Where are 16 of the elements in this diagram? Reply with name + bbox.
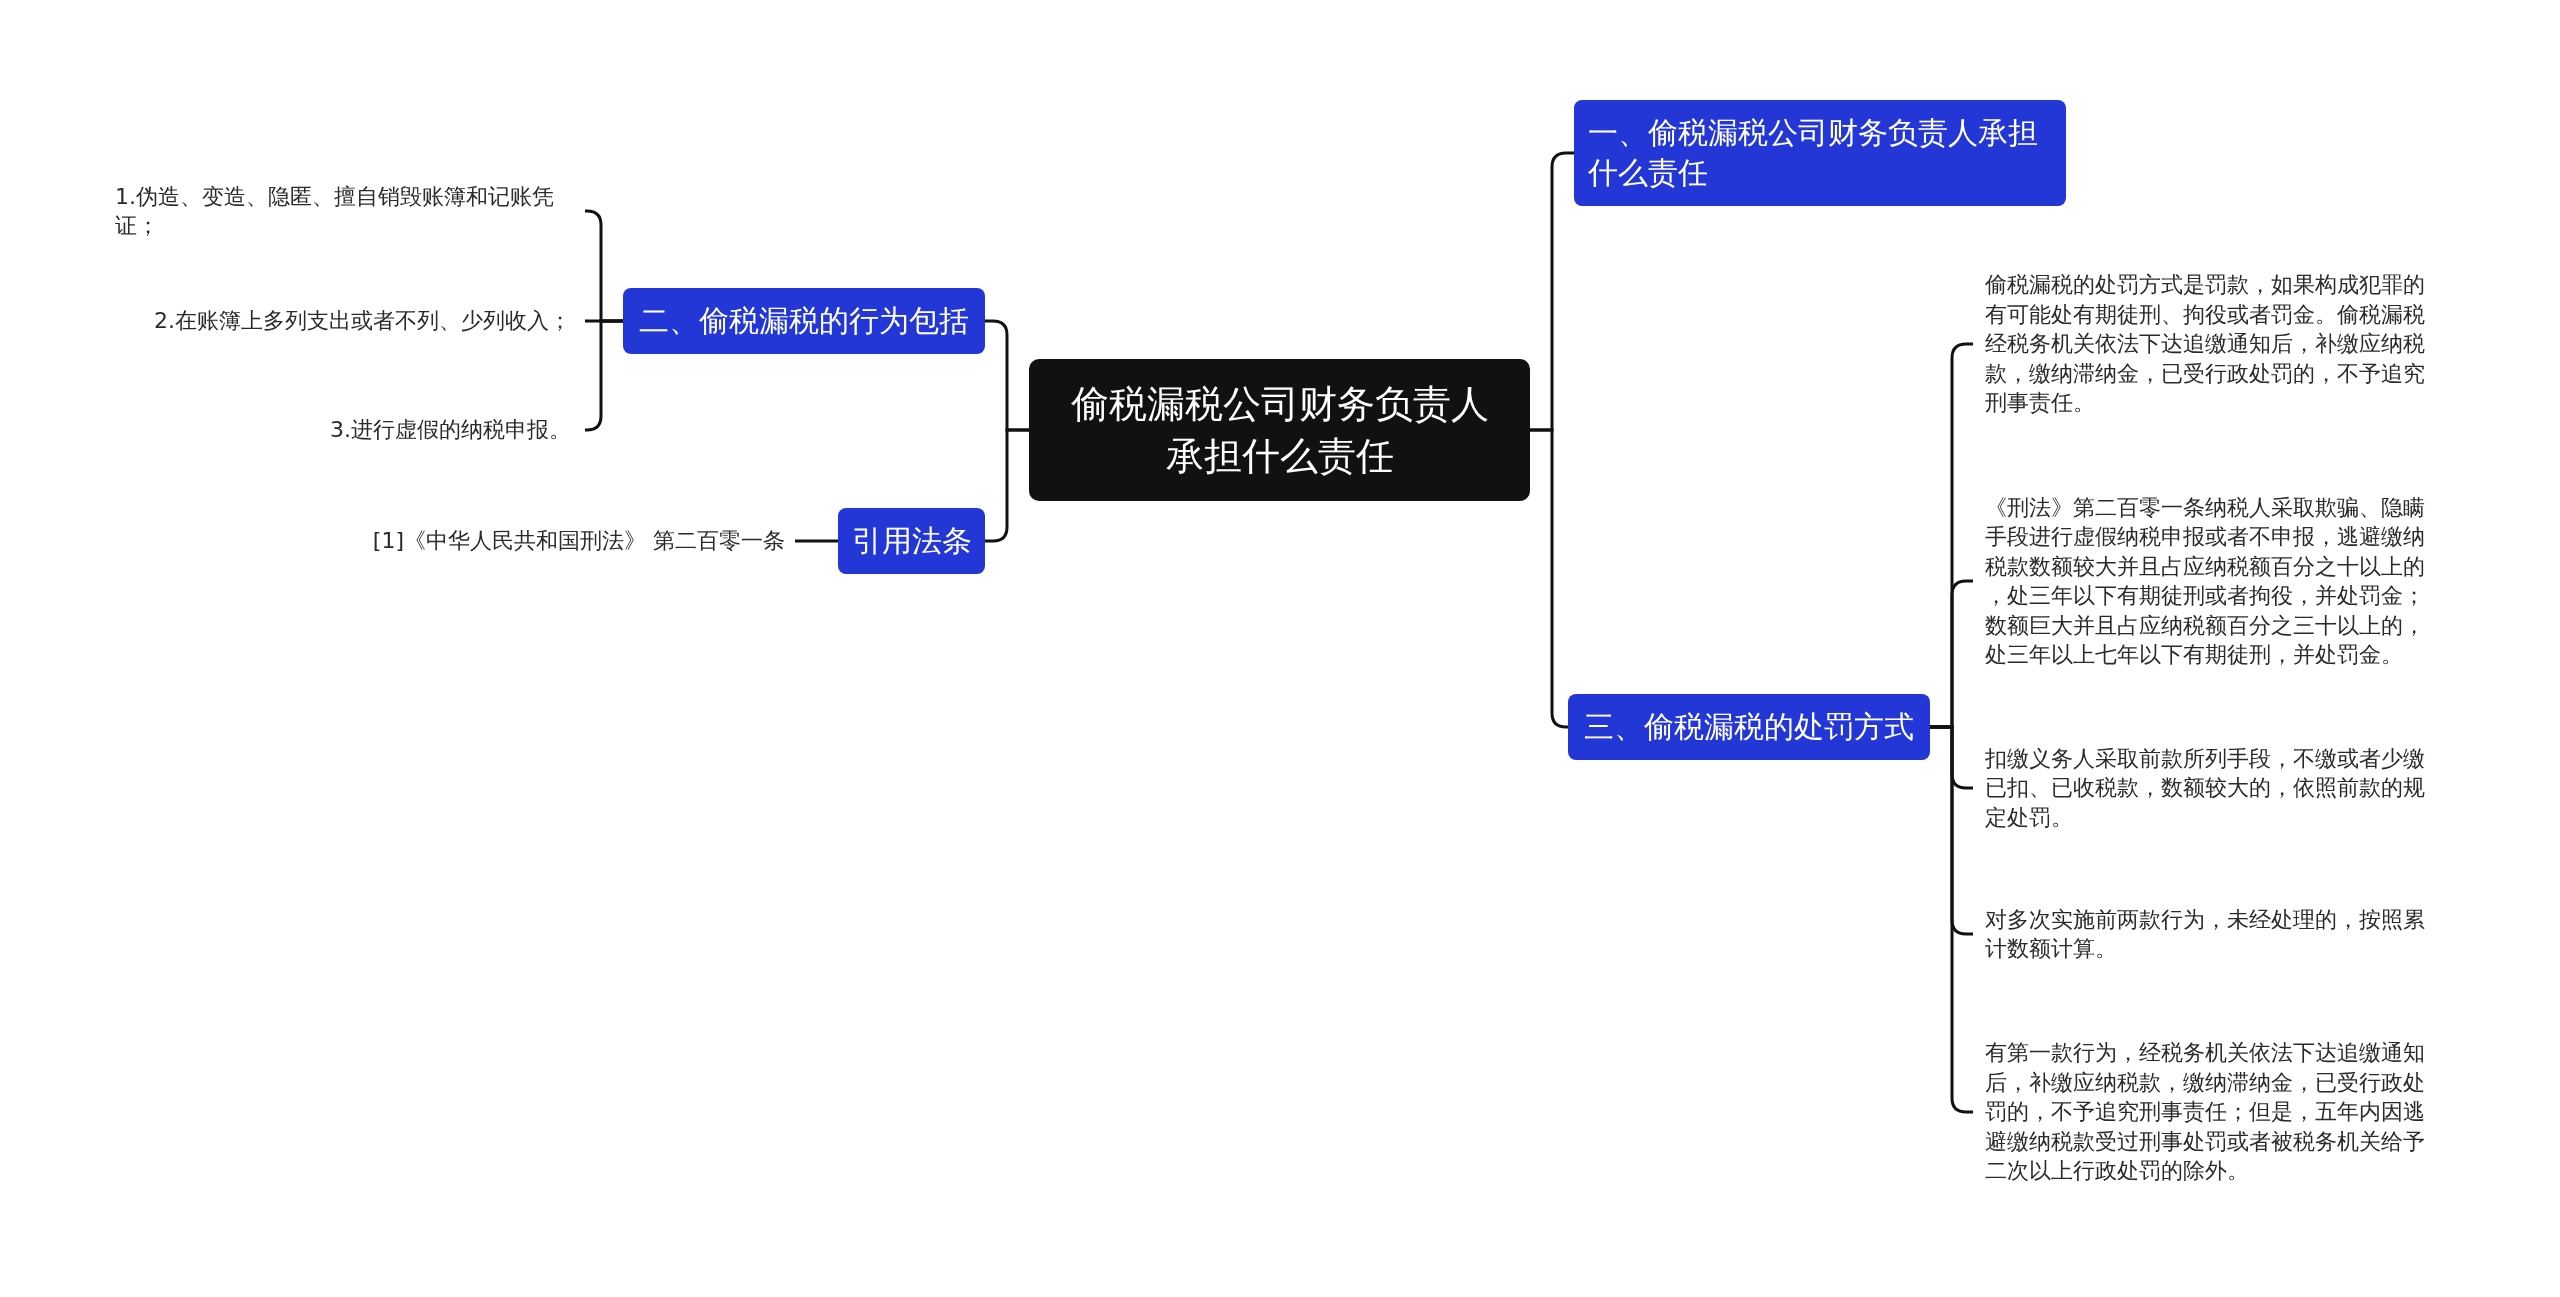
topic-box: 引用法条: [838, 508, 985, 574]
connector-line: [985, 428, 1029, 543]
branch-text: [1]《中华人民共和国刑法》 第二百零一条: [315, 526, 795, 556]
topic-box: 一、偷税漏税公司财务负责人承担什么责任: [1574, 100, 2066, 206]
branch-text: 对多次实施前两款行为，未经处理的，按照累计数额计算。: [1973, 904, 2435, 964]
branch-text: 扣缴义务人采取前款所列手段，不缴或者少缴已扣、已收税款，数额较大的，依照前款的规定处罚。: [1973, 743, 2435, 832]
topic-box: 三、偷税漏税的处罚方式: [1568, 694, 1930, 760]
central-topic-box: 偷税漏税公司财务负责人承担什么责任: [1029, 359, 1530, 501]
branch-text: 《刑法》第二百零一条纳税人采取欺骗、隐瞒手段进行虚假纳税申报或者不申报，逃避缴纳税款数额较大并且占应纳税额百分之十以上的，处三年以下有期徒刑或者拘役，并处罚金；数额巨大并且占应纳税额百分之三十以上的，处三年以上七年以下有期徒刑，并处罚金。: [1973, 492, 2435, 670]
connector-line: [795, 539, 838, 543]
branch-text: 有第一款行为，经税务机关依法下达追缴通知后，补缴应纳税款，缴纳滞纳金，已受行政处罚的，不予追究刑事责任；但是，五年内因逃避缴纳税款受过刑事处罚或者被税务机关给予二次以上行政处罚的除外。: [1973, 1038, 2435, 1186]
topic-box: 二、偷税漏税的行为包括: [623, 288, 985, 354]
branch-text: 3.进行虚假的纳税申报。: [105, 415, 585, 445]
branch-text: 偷税漏税的处罚方式是罚款，如果构成犯罪的有可能处有期徒刑、拘役或者罚金。偷税漏税经税务机关依法下达追缴通知后，补缴应纳税款，缴纳滞纳金，已受行政处罚的，不予追究刑事责任。: [1973, 270, 2435, 418]
branch-text: 1.伪造、变造、隐匿、擅自销毁账簿和记账凭证；: [115, 181, 585, 241]
branch-text: 2.在账簿上多列支出或者不列、少列收入；: [105, 306, 585, 336]
